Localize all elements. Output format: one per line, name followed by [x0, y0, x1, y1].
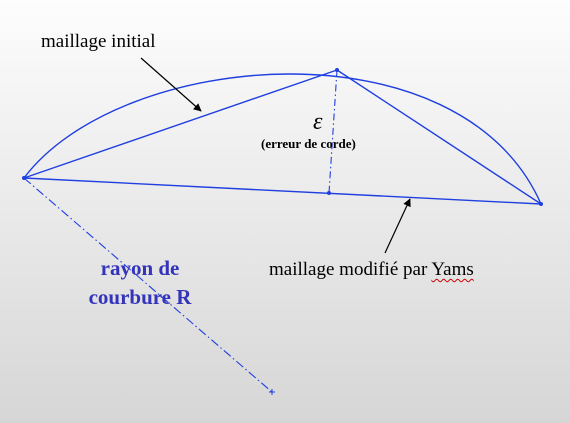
modified-mesh-segment-left: [23, 69, 338, 179]
curvature-center-marker: [269, 389, 275, 395]
modified-mesh-arrow: [384, 198, 411, 254]
modified-mesh-label-text: maillage modifié par: [269, 259, 432, 280]
yams-word: Yams: [431, 259, 474, 280]
epsilon-symbol: ε: [313, 109, 323, 135]
chord-foot-point: [327, 191, 331, 195]
initial-mesh-label: maillage initial: [41, 31, 156, 52]
endpoint-right: [539, 202, 543, 206]
modified-mesh-label: maillage modifié par Yams: [269, 260, 474, 279]
endpoint-left: [22, 176, 26, 180]
radius-label-line2: courbure R: [88, 285, 192, 309]
radius-line: [23, 177, 273, 393]
initial-mesh-arrow: [140, 57, 202, 112]
chord-error-line: [328, 69, 338, 194]
curved-arc: [23, 73, 542, 205]
apex-point: [335, 68, 339, 72]
radius-label: rayon de courbure R: [78, 254, 202, 312]
chord-error-label: (erreur de corde): [261, 136, 356, 151]
radius-label-line1: rayon de: [100, 256, 180, 280]
modified-mesh-segment-right: [336, 69, 542, 205]
initial-mesh-chord: [23, 177, 542, 205]
